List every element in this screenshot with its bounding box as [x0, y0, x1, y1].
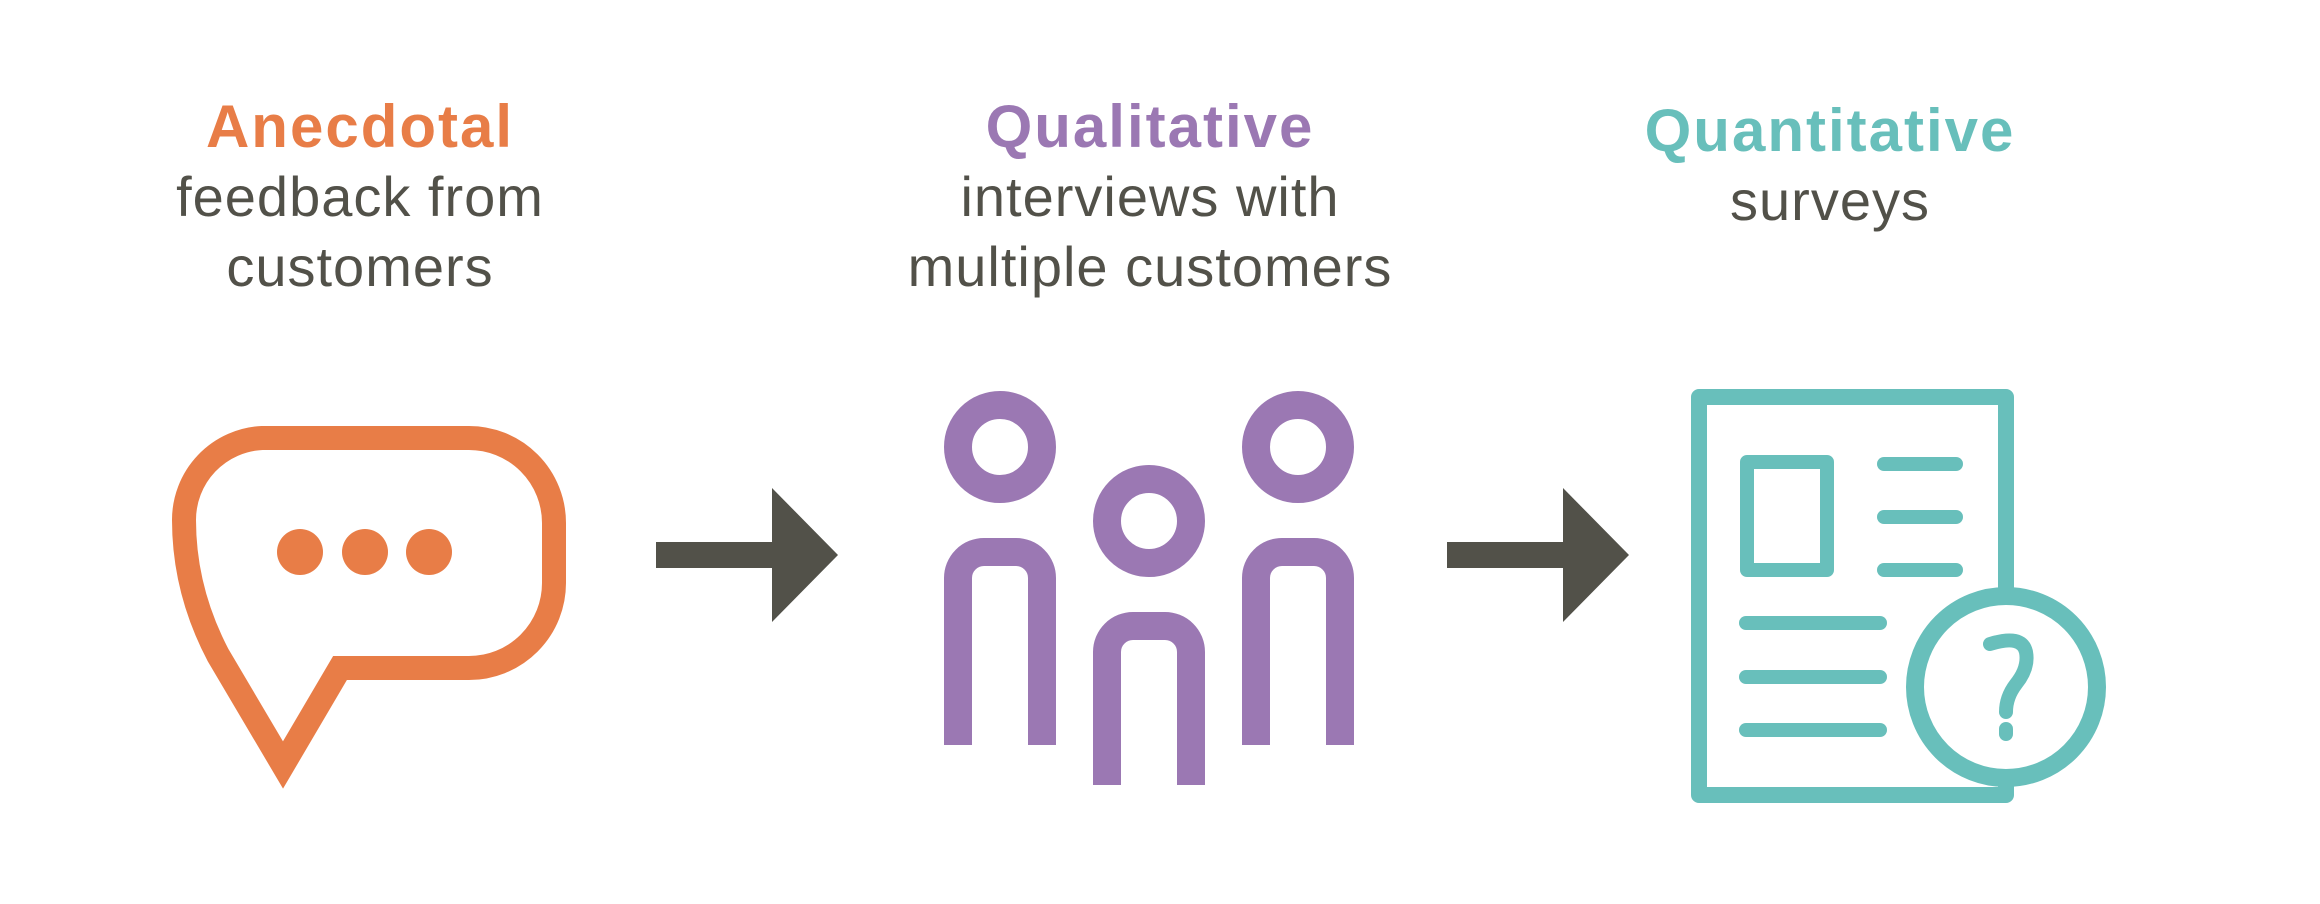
text-lines — [1739, 457, 1963, 737]
step-quantitative: Quantitative surveys — [1580, 96, 2080, 236]
person-icon — [944, 391, 1056, 745]
survey-document-question-icon — [1691, 389, 2106, 803]
step-quantitative-line-1: surveys — [1730, 169, 1930, 232]
dot-icon — [406, 529, 452, 575]
step-anecdotal: Anecdotal feedback from customers — [100, 92, 620, 302]
step-qualitative-line-1: interviews with — [960, 165, 1340, 228]
dot-icon — [277, 529, 323, 575]
speech-bubble-icon — [171, 426, 566, 789]
question-mark-icon — [1983, 633, 2034, 741]
step-quantitative-heading: Quantitative — [1644, 97, 2016, 164]
arrow-right-icon — [656, 488, 838, 622]
dot-icon — [342, 529, 388, 575]
arrow-right-icon — [1447, 488, 1629, 622]
step-qualitative: Qualitative interviews with multiple cus… — [830, 92, 1470, 302]
step-qualitative-heading: Qualitative — [985, 93, 1315, 160]
step-anecdotal-line-2: customers — [226, 235, 494, 298]
step-anecdotal-heading: Anecdotal — [205, 93, 515, 160]
people-group-icon — [944, 391, 1354, 785]
person-icon — [1242, 391, 1354, 745]
step-anecdotal-line-1: feedback from — [176, 165, 544, 228]
person-icon — [1093, 465, 1205, 785]
step-qualitative-line-2: multiple customers — [907, 235, 1393, 298]
